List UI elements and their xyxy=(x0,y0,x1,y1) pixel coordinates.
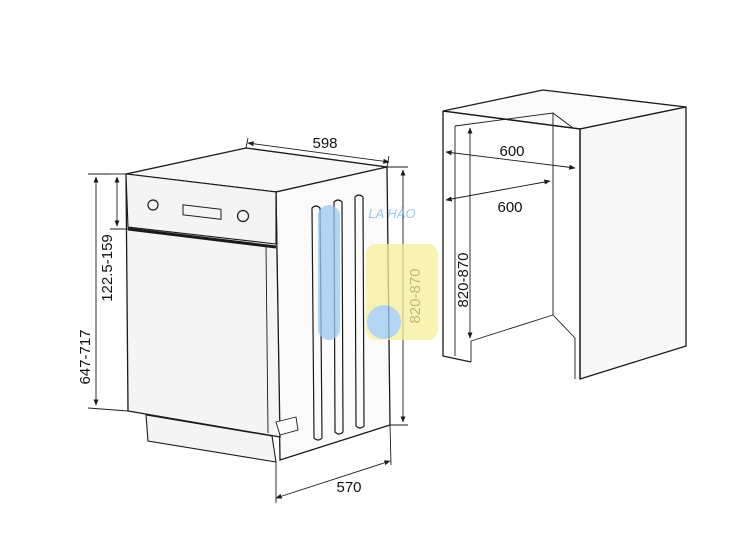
watermark-text: LA HÀO xyxy=(368,206,415,221)
control-panel xyxy=(125,173,277,245)
label-600-top: 600 xyxy=(499,143,524,160)
niche-cabinet xyxy=(442,89,687,380)
niche-right-panel xyxy=(579,106,687,380)
dishwasher xyxy=(125,147,391,463)
side-ribs xyxy=(311,194,365,441)
power-knob xyxy=(147,199,159,211)
label-122-5-159: 122.5-159 xyxy=(99,234,116,302)
label-647-717: 647-717 xyxy=(77,329,94,384)
program-knob xyxy=(236,209,250,223)
label-600-inner: 600 xyxy=(497,199,522,216)
dim-door-height: 647-717 xyxy=(77,173,129,412)
dim-width-top: 598 xyxy=(245,135,390,168)
dim-niche-height: 820-870 xyxy=(455,127,473,339)
dim-depth-bottom: 570 xyxy=(275,424,392,503)
dim-niche-width-inner: 600 xyxy=(445,179,551,216)
dim-niche-width-top: 600 xyxy=(445,143,576,170)
dim-panel-height: 122.5-159 xyxy=(99,173,128,302)
display-window xyxy=(182,204,222,220)
label-820-870-niche: 820-870 xyxy=(455,252,472,307)
label-570: 570 xyxy=(336,479,361,496)
label-598: 598 xyxy=(312,135,337,152)
watermark-logo: LA HÀO xyxy=(318,205,438,340)
